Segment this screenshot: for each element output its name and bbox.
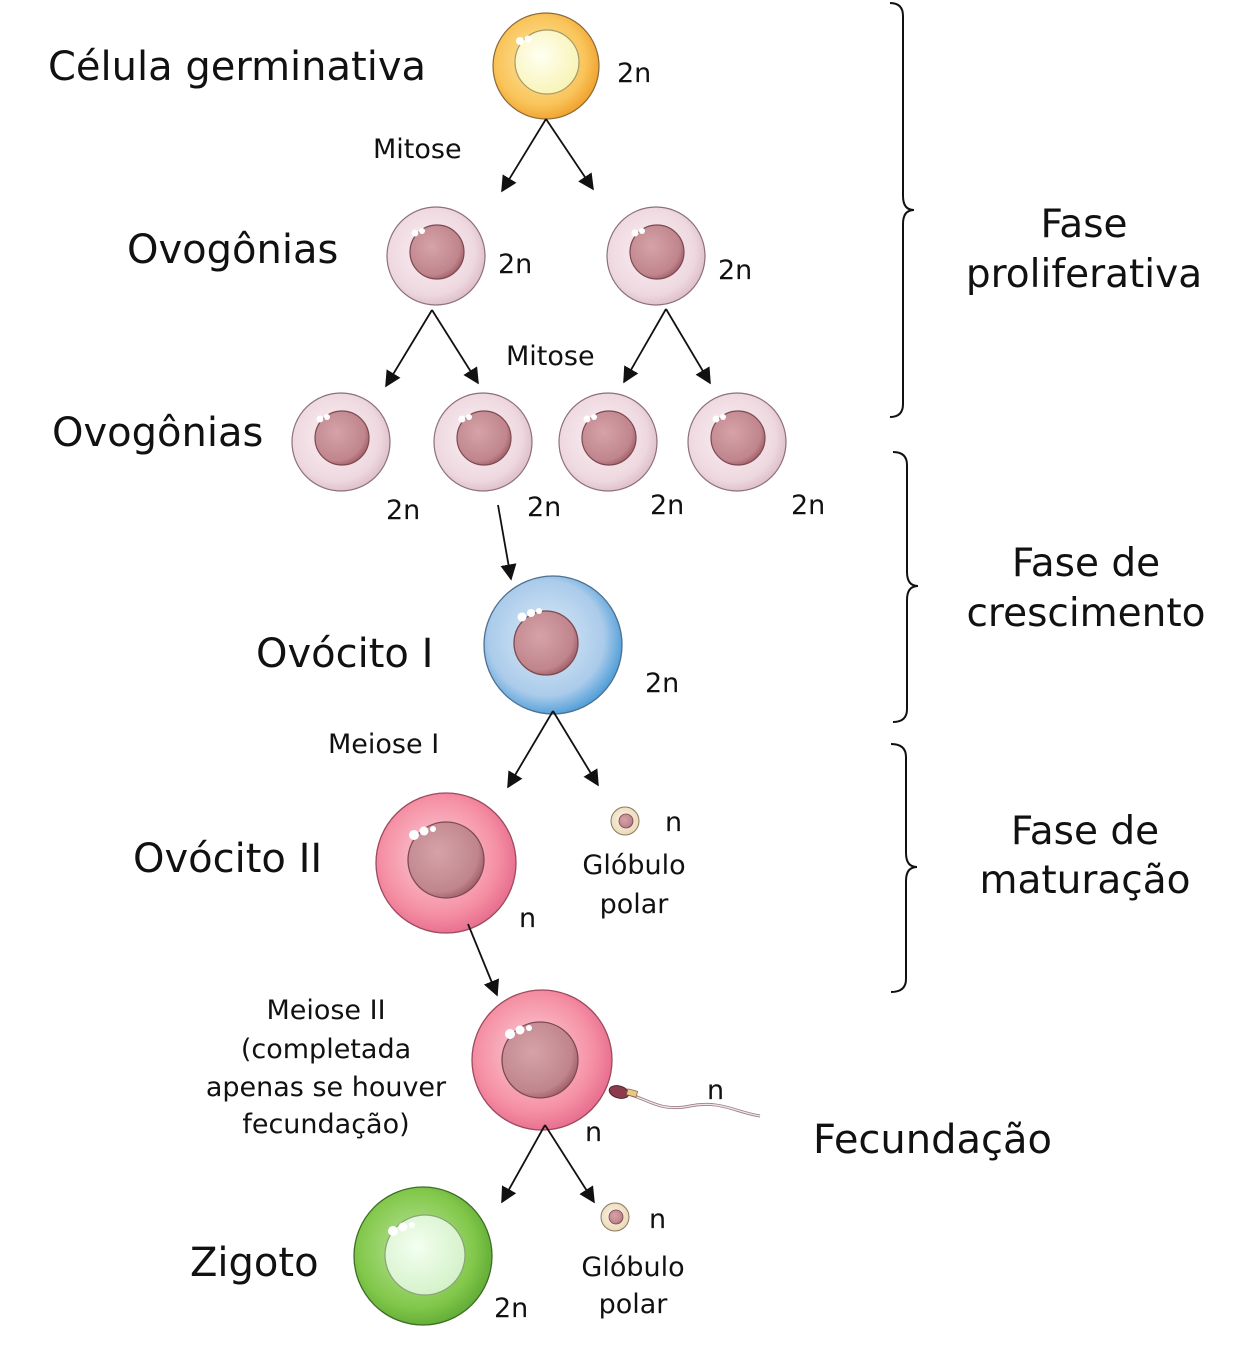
ploidy-label: 2n	[650, 490, 684, 521]
label-mitosis: Mitose	[373, 134, 462, 165]
oocyte-1-cell	[483, 575, 623, 715]
arrow	[467, 923, 499, 997]
oogonium-cell	[558, 392, 658, 492]
ploidy-label: 2n	[645, 668, 679, 699]
oogonium-cell	[687, 392, 787, 492]
label-zygote: Zigoto	[190, 1240, 319, 1286]
svg-text:maturação: maturação	[979, 858, 1190, 903]
arrow	[665, 308, 711, 385]
svg-text:proliferativa: proliferativa	[966, 252, 1202, 297]
ploidy-label: 2n	[494, 1293, 528, 1324]
ploidy-label: 2n	[791, 490, 825, 521]
label-oogonia-1: Ovogônias	[127, 227, 338, 273]
oogonium-cell	[433, 392, 533, 492]
ploidy-label: 2n	[527, 492, 561, 523]
label-mitosis: Mitose	[506, 341, 595, 372]
phase-bracket	[889, 2, 915, 418]
ploidy-label: n	[665, 807, 682, 838]
ploidy-label: 2n	[386, 495, 420, 526]
oogonium-cell	[606, 206, 706, 306]
arrow	[497, 504, 517, 581]
svg-text:Glóbulo: Glóbulo	[582, 850, 685, 881]
label-meiosis-1: Meiose I	[328, 729, 439, 760]
ploidy-label: 2n	[617, 58, 651, 89]
arrow	[385, 309, 433, 388]
label-polar-body: Glóbulo polar	[582, 850, 685, 920]
polar-body-cell	[600, 1202, 630, 1232]
sperm-cell	[608, 1085, 761, 1118]
svg-text:Glóbulo: Glóbulo	[581, 1252, 684, 1283]
oogonium-cell	[386, 206, 486, 306]
label-oocyte-2: Ovócito II	[133, 836, 322, 882]
ploidy-label: n	[519, 903, 536, 934]
polar-body-cell	[610, 806, 640, 836]
svg-text:polar: polar	[600, 889, 670, 920]
arrow	[501, 118, 547, 193]
label-phase-proliferative: Fase proliferativa	[966, 202, 1202, 297]
oogonium-cell	[291, 392, 391, 492]
svg-text:Meiose II: Meiose II	[266, 995, 385, 1026]
label-meiosis-2: Meiose II (completada apenas se houver f…	[206, 995, 447, 1140]
svg-text:apenas se houver: apenas se houver	[206, 1072, 447, 1103]
label-polar-body: Glóbulo polar	[581, 1252, 684, 1320]
fertilized-oocyte-cell	[471, 989, 613, 1131]
label-oogonia-2: Ovogônias	[52, 410, 263, 456]
svg-text:polar: polar	[599, 1289, 669, 1320]
label-fertilization: Fecundação	[813, 1117, 1052, 1163]
svg-text:crescimento: crescimento	[966, 591, 1205, 636]
arrow	[544, 1124, 595, 1204]
svg-text:(completada: (completada	[241, 1034, 411, 1065]
arrow	[501, 1124, 546, 1204]
svg-text:Fase: Fase	[1040, 202, 1127, 247]
svg-text:Fase de: Fase de	[1011, 809, 1159, 854]
ploidy-label: n	[585, 1117, 602, 1148]
germ-cell	[492, 12, 600, 120]
arrow	[545, 118, 594, 191]
label-phase-maturation: Fase de maturação	[979, 809, 1190, 903]
label-oocyte-1: Ovócito I	[256, 631, 433, 677]
phase-bracket	[890, 743, 918, 993]
oocyte-2-cell	[375, 792, 517, 934]
arrow	[431, 309, 479, 385]
arrow	[507, 710, 554, 789]
zygote-cell	[353, 1186, 493, 1326]
svg-text:fecundação): fecundação)	[242, 1109, 409, 1140]
ploidy-label: n	[707, 1075, 724, 1106]
arrow	[552, 710, 599, 787]
ploidy-label: 2n	[498, 249, 532, 280]
label-phase-growth: Fase de crescimento	[966, 541, 1205, 636]
label-germ-cell: Célula germinativa	[48, 44, 426, 90]
arrow	[623, 308, 667, 384]
ploidy-label: n	[649, 1204, 666, 1235]
ploidy-label: 2n	[718, 255, 752, 286]
phase-bracket	[892, 451, 919, 723]
svg-text:Fase de: Fase de	[1012, 541, 1160, 586]
